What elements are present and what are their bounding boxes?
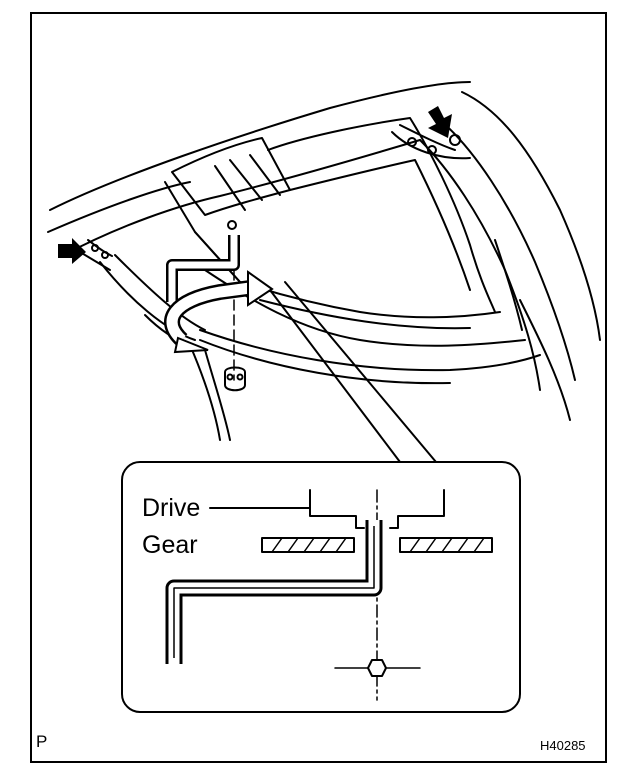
detail-inset xyxy=(121,461,521,713)
left-mechanism xyxy=(79,239,113,271)
figure-frame xyxy=(30,12,607,763)
leader-line-right xyxy=(284,281,437,463)
push-arrow-left-icon xyxy=(58,238,86,264)
l-wrench-icon xyxy=(165,520,383,664)
rotation-arrow-icon xyxy=(164,270,274,354)
leader-line-left xyxy=(269,289,401,463)
roof-outline xyxy=(47,81,601,391)
corner-mark: P xyxy=(36,732,48,751)
gear-label: Gear xyxy=(142,531,198,559)
right-mechanism xyxy=(391,124,471,160)
gear-plate-left xyxy=(261,537,355,553)
gear-bolt-icon xyxy=(334,659,421,677)
figure-code: H40285 xyxy=(540,738,586,753)
gear-plate-right xyxy=(399,537,493,553)
push-arrow-right-icon xyxy=(428,106,452,138)
drive-label: Drive xyxy=(142,494,201,522)
sunroof-panel xyxy=(164,117,541,385)
wrench-in-position-icon xyxy=(166,235,240,302)
